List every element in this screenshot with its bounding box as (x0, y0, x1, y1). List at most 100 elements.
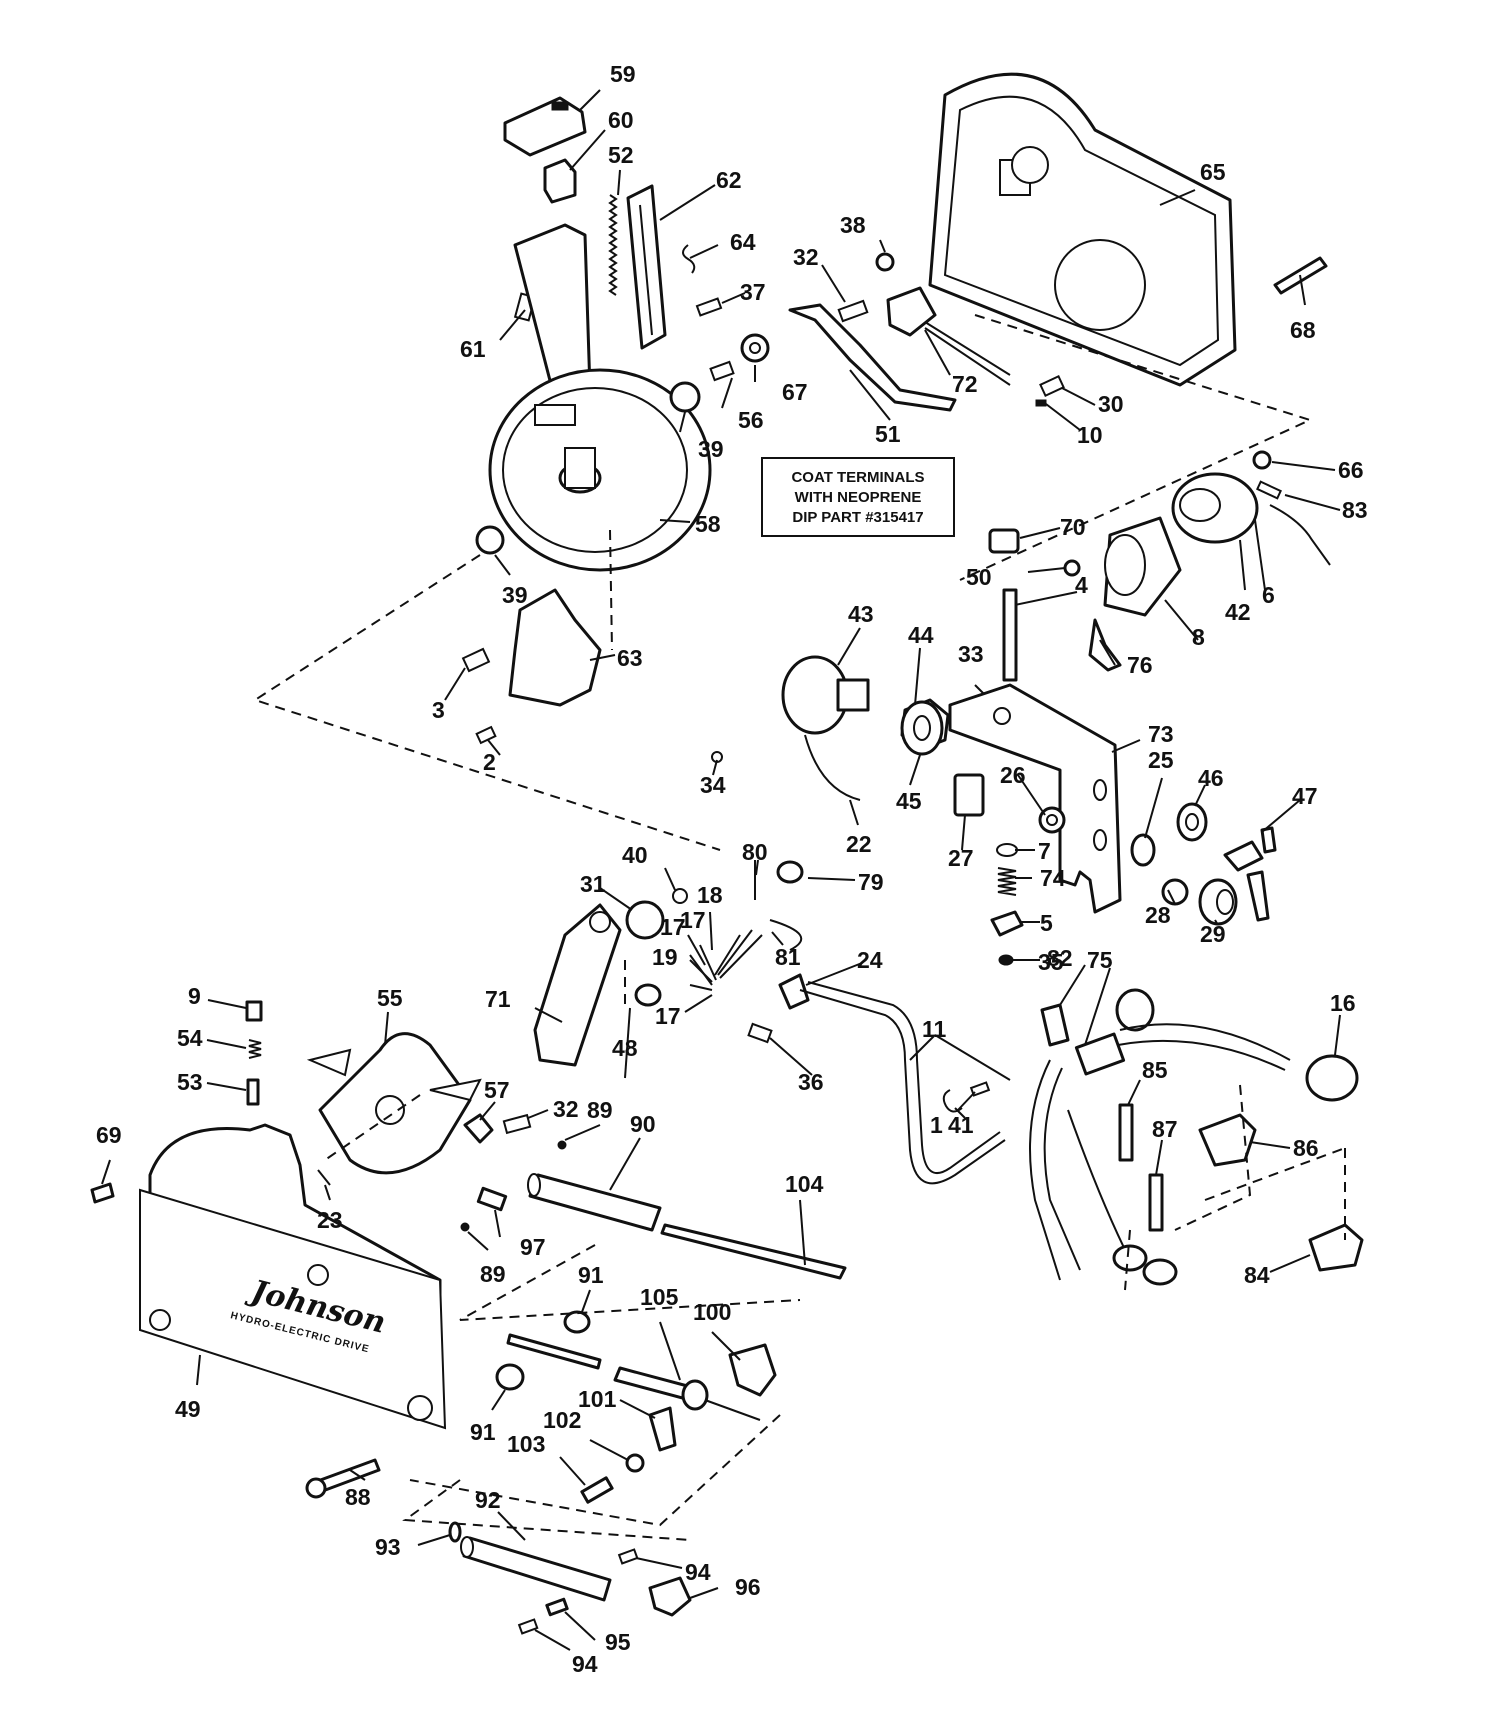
note-line-2: WITH NEOPRENE (795, 489, 922, 506)
callout-2: 2 (483, 749, 496, 775)
part-57-clip (463, 1113, 494, 1144)
part-93-ring (448, 1521, 462, 1543)
callout-49: 49 (175, 1396, 201, 1422)
callout-17-b: 17 (655, 1003, 681, 1029)
callout-100: 100 (693, 1299, 731, 1325)
part-67-washer (740, 333, 770, 363)
callout-17-c: 17 (680, 907, 706, 933)
callout-18: 18 (697, 882, 723, 908)
part-82-clip (1040, 1003, 1070, 1047)
callout-10: 10 (1077, 422, 1103, 448)
part-89-ball-upper (557, 1140, 567, 1150)
part-29-lock-cylinder (1198, 878, 1238, 926)
part-46-ring (1176, 802, 1208, 842)
callout-42: 42 (1225, 599, 1251, 625)
callout-22: 22 (846, 831, 872, 857)
part-69-setscrew (90, 1182, 115, 1204)
part-43-ignition-switch (781, 655, 870, 801)
callout-84: 84 (1244, 1262, 1270, 1288)
callout-64: 64 (730, 229, 756, 255)
callout-91-b: 91 (470, 1419, 496, 1445)
part-45-washer (900, 700, 944, 756)
callout-41: 41 (948, 1112, 974, 1138)
part-41-screw (969, 1081, 991, 1097)
callout-66: 66 (1338, 457, 1364, 483)
callout-47: 47 (1292, 783, 1318, 809)
callout-39-a: 39 (698, 436, 724, 462)
callout-89-a: 89 (587, 1097, 613, 1123)
note-line-1: COAT TERMINALS (791, 469, 924, 486)
callout-67: 67 (782, 379, 808, 405)
callout-87: 87 (1152, 1116, 1178, 1142)
callout-5: 5 (1040, 910, 1053, 936)
part-8-boot (1103, 516, 1182, 617)
callout-59: 59 (610, 61, 636, 87)
callout-85: 85 (1142, 1057, 1168, 1083)
callout-26: 26 (1000, 762, 1026, 788)
part-63-bracket (508, 588, 602, 707)
callout-3: 3 (432, 697, 445, 723)
part-42-cap (1171, 472, 1259, 544)
callout-11: 11 (922, 1016, 947, 1042)
callout-43: 43 (848, 601, 874, 627)
part-65-control-box (928, 72, 1237, 387)
part-104-rod (660, 1223, 847, 1280)
callout-51: 51 (875, 421, 901, 447)
callout-94-a: 94 (685, 1559, 711, 1585)
callout-94-b: 94 (572, 1651, 598, 1677)
callout-40: 40 (622, 842, 648, 868)
callout-68: 68 (1290, 317, 1316, 343)
callout-76: 76 (1127, 652, 1153, 678)
part-30-terminal (1039, 375, 1065, 397)
part-26-nut (1038, 806, 1066, 834)
part-32-screw-upper (837, 299, 869, 323)
callout-17-a: 17 (660, 914, 686, 940)
callout-19: 19 (652, 944, 678, 970)
part-4-shaft (1002, 588, 1018, 682)
callout-32-b: 32 (553, 1096, 579, 1122)
part-11-24-cable (778, 973, 1006, 1185)
callout-92: 92 (475, 1487, 501, 1513)
part-66-grommet (1252, 450, 1272, 470)
part-85-bolt (1118, 1103, 1134, 1162)
callout-27: 27 (948, 845, 974, 871)
callout-50: 50 (966, 564, 992, 590)
part-47-keys (1223, 826, 1277, 922)
callout-46: 46 (1198, 765, 1224, 791)
callout-25: 25 (1148, 747, 1174, 773)
part-54-spring (248, 1039, 262, 1059)
callout-53: 53 (177, 1069, 203, 1095)
callout-71: 71 (485, 986, 511, 1012)
callout-30: 30 (1098, 391, 1124, 417)
part-32-screw-lower (502, 1113, 532, 1135)
callout-62: 62 (716, 167, 742, 193)
part-70-knob (988, 528, 1020, 554)
callout-79: 79 (858, 869, 884, 895)
callout-60: 60 (608, 107, 634, 133)
part-59-knob-cap (503, 96, 587, 157)
leader-lines (101, 89, 1341, 1651)
callout-72: 72 (952, 371, 978, 397)
callout-58: 58 (695, 511, 721, 537)
part-94-screw-upper (617, 1548, 639, 1565)
part-51-lever (788, 303, 957, 412)
callout-90: 90 (630, 1111, 656, 1137)
callout-16: 16 (1330, 990, 1356, 1016)
assembly-dashed-lines (252, 314, 1346, 1541)
part-60-button (543, 158, 577, 204)
callout-56: 56 (738, 407, 764, 433)
part-7-washer (996, 843, 1018, 857)
callout-54: 54 (177, 1025, 203, 1051)
part-55-cam (306, 1032, 482, 1175)
parts-illustration: Johnson HYDRO-ELECTRIC DRIVE (90, 72, 1364, 1635)
callout-103: 103 (507, 1431, 545, 1457)
part-53-pin (246, 1078, 260, 1106)
callout-31: 31 (580, 871, 606, 897)
part-71-arm (533, 903, 622, 1067)
callout-28: 28 (1145, 902, 1171, 928)
part-100-clamp (728, 1343, 777, 1397)
part-37-screw (695, 297, 723, 317)
callout-9: 9 (188, 983, 201, 1009)
part-49-housing-cover: Johnson HYDRO-ELECTRIC DRIVE (139, 1123, 447, 1430)
